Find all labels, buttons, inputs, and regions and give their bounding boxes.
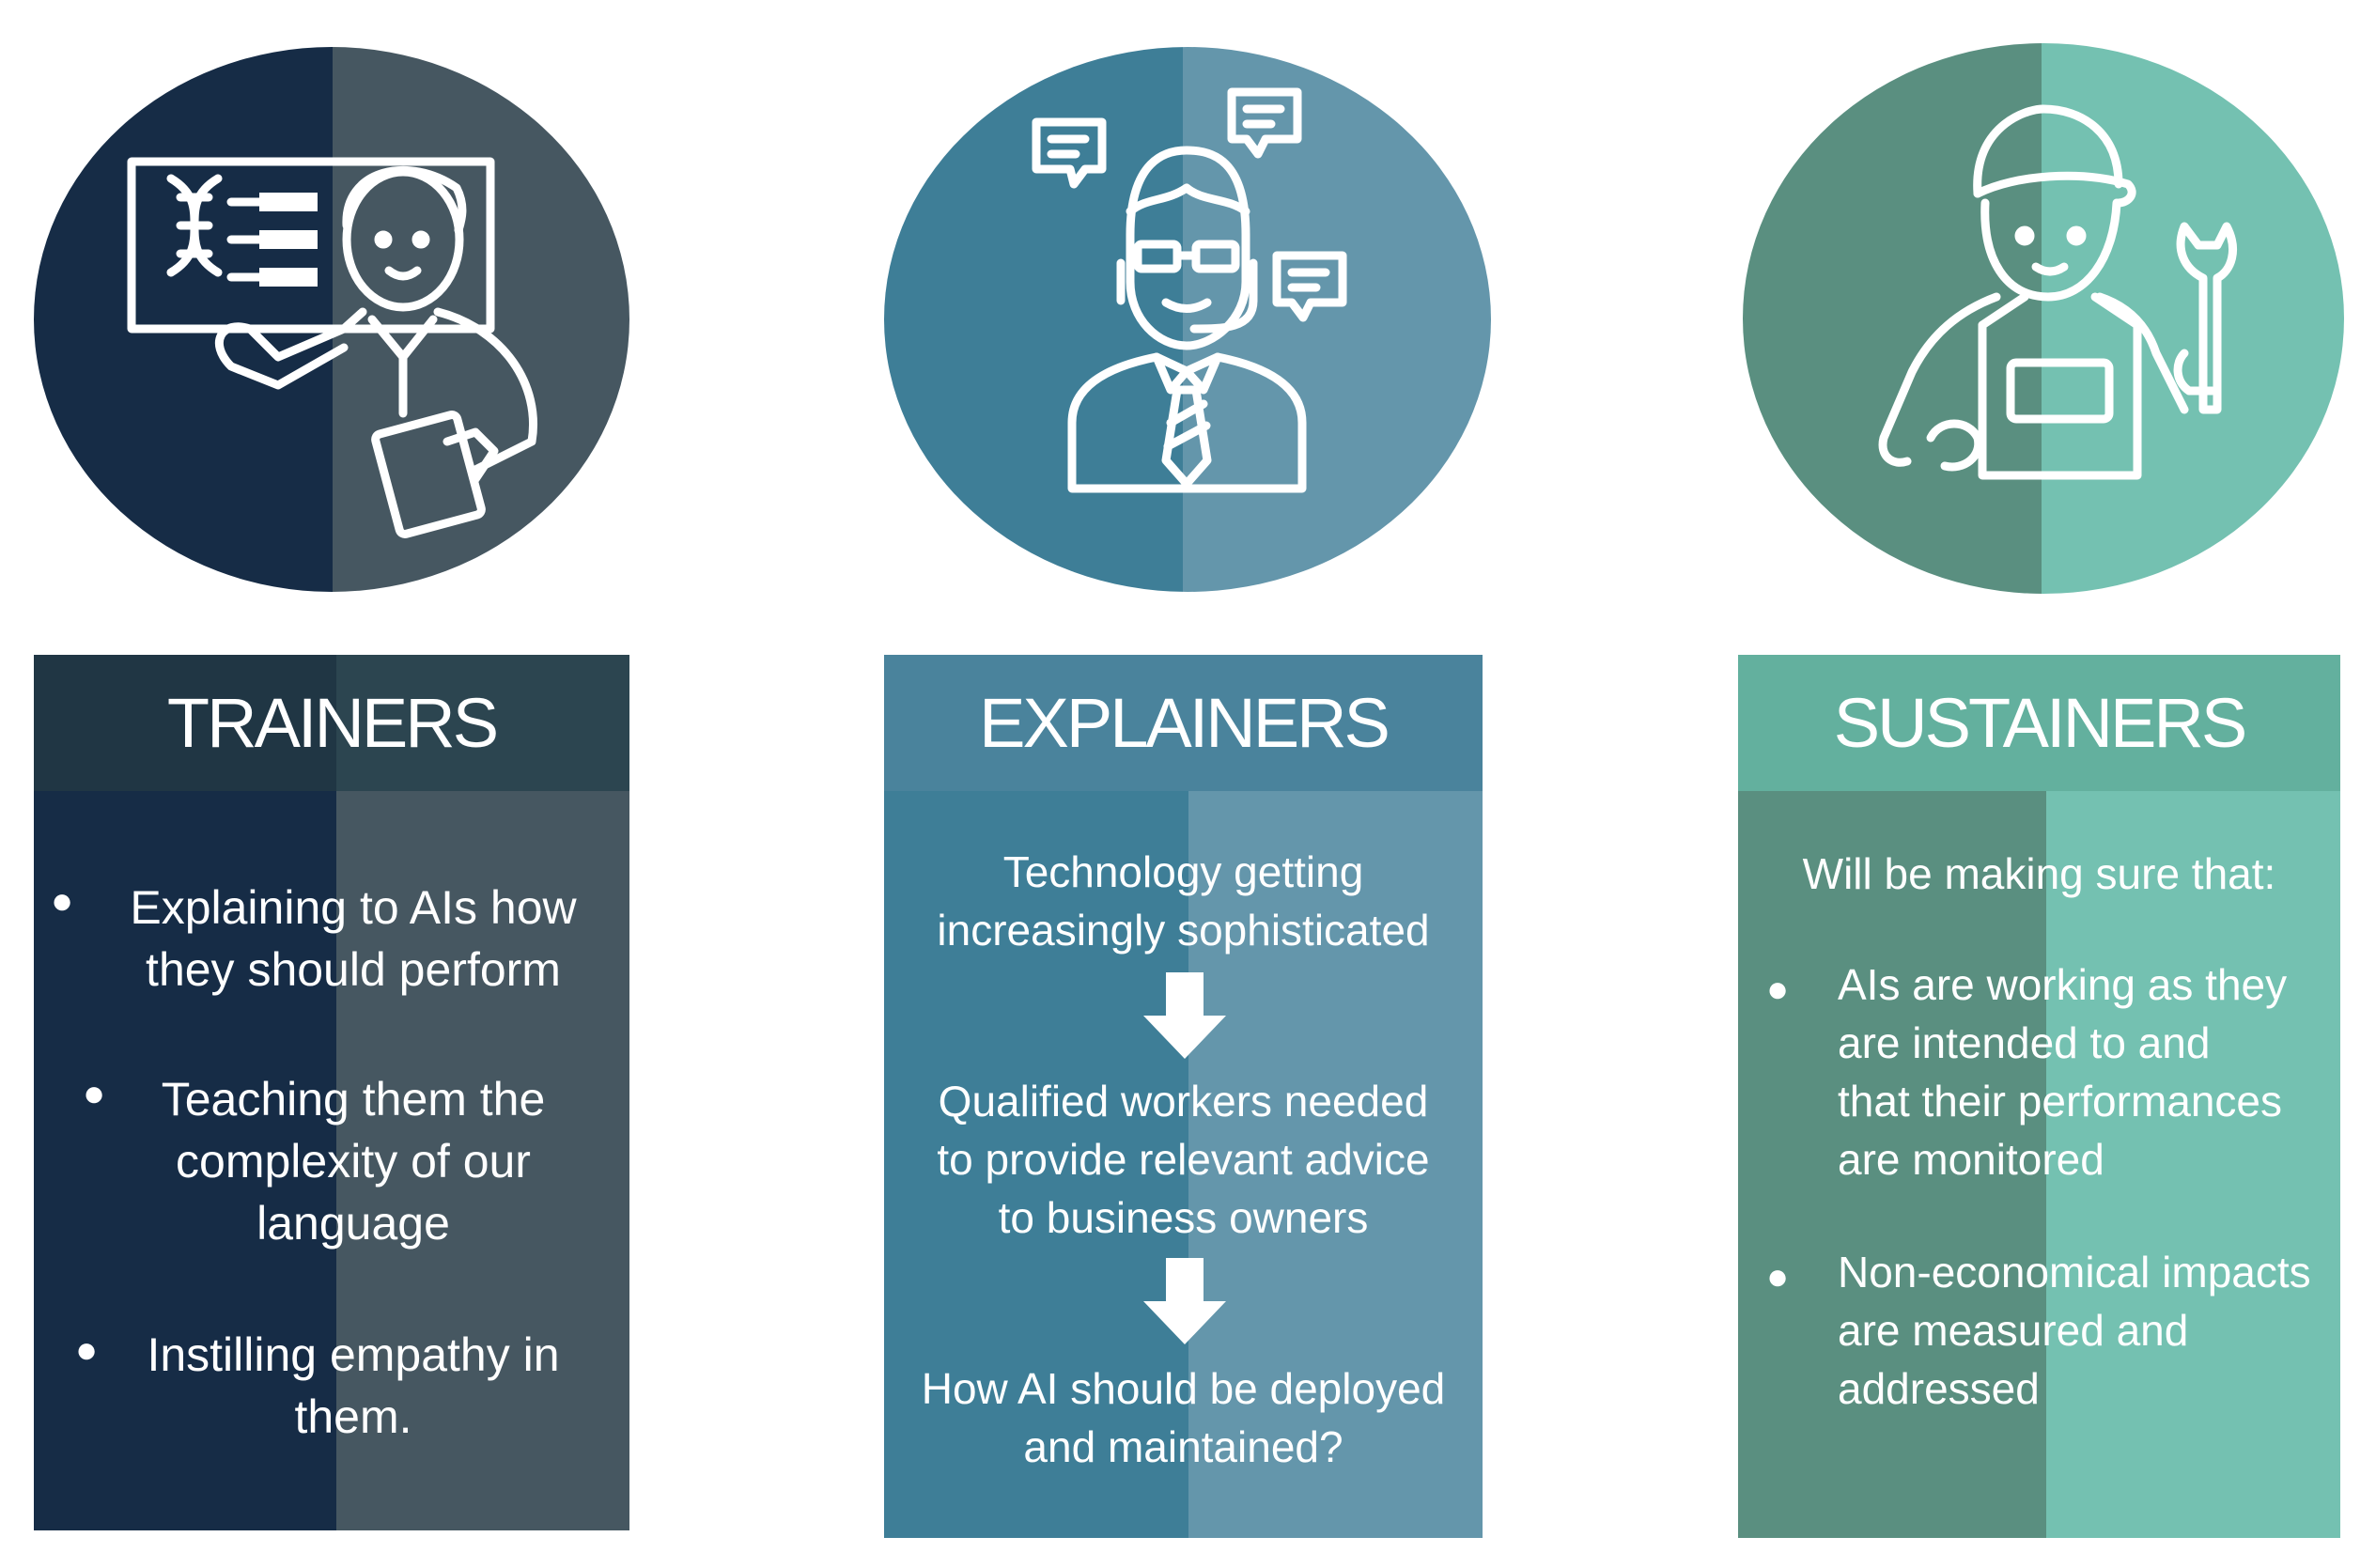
mechanic-with-wrench-icon [1878,104,2238,480]
teacher-presenting-dna-icon [127,157,537,538]
explainers-circle [884,47,1491,592]
sustainers-bullet-1: AIs are working as they are intended to … [1838,960,2288,1184]
trainers-bullet-2: Teaching them the complexity of our lang… [161,1073,546,1250]
explainers-step-2: Qualified workers needed to provide rele… [937,1077,1430,1242]
down-arrow-icon [1143,1258,1226,1344]
sustainers-bullet-1-dot: ● [1766,969,1790,1010]
trainers-panel: TRAINERS ● Explaining to AIs how they sh… [34,655,629,1530]
support-agent-headset-icon [1032,87,1347,493]
trainers-bullet-2-dot: ● [83,1073,106,1114]
explainers-step-1: Technology getting increasingly sophisti… [937,847,1430,955]
sustainers-panel: SUSTAINERS Will be making sure that: ● A… [1738,655,2340,1538]
sustainers-circle [1743,43,2344,594]
trainers-bullet-3: Instilling empathy in them. [147,1328,560,1443]
trainers-title: TRAINERS [166,684,499,762]
sustainers-intro: Will be making sure that: [1802,849,2276,898]
trainers-bullet-3-dot: ● [75,1329,99,1371]
trainers-bullet-1-dot: ● [51,880,74,922]
trainers-circle [34,47,629,592]
trainers-bullet-1: Explaining to AIs how they should perfor… [130,881,577,996]
sustainers-bullet-2-dot: ● [1766,1256,1790,1297]
sustainers-bullet-2: Non-economical impacts are measured and … [1838,1248,2311,1413]
explainers-panel: EXPLAINERS Technology getting increasing… [884,655,1483,1538]
sustainers-title: SUSTAINERS [1833,684,2247,762]
explainers-title: EXPLAINERS [979,684,1390,762]
down-arrow-icon [1143,972,1226,1059]
explainers-step-3: How AI should be deployed and maintained… [921,1364,1446,1471]
